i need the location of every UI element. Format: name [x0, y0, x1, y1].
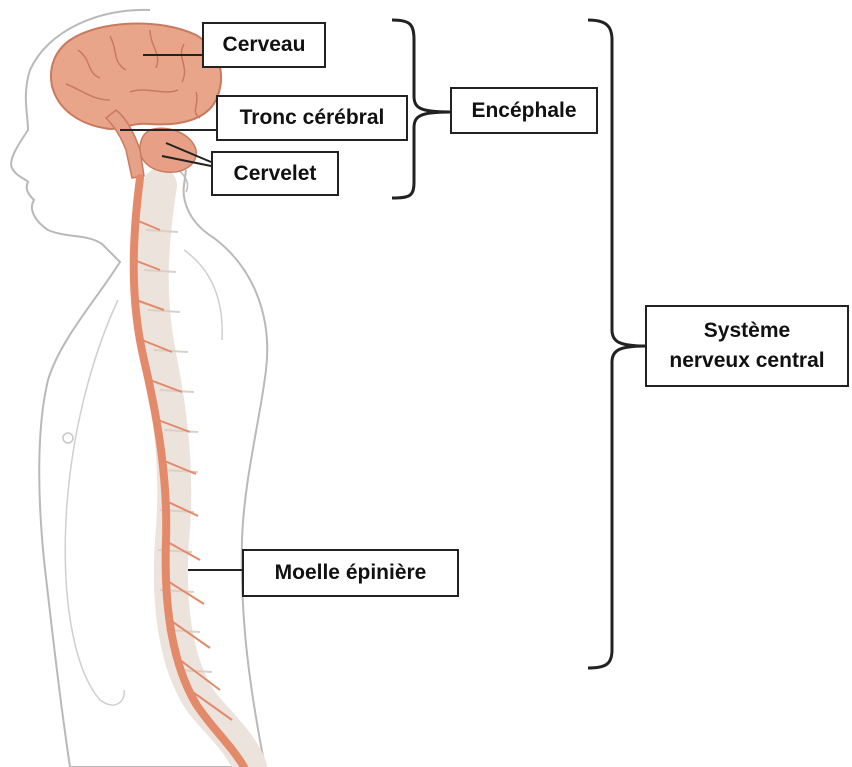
label-snc-line1: Système: [704, 316, 790, 346]
label-cervelet-text: Cervelet: [234, 162, 317, 186]
label-moelle-epiniere: Moelle épinière: [242, 549, 459, 597]
label-snc-line2: nerveux central: [669, 346, 824, 376]
label-encephale: Encéphale: [450, 87, 598, 134]
label-cervelet: Cervelet: [211, 151, 339, 196]
arm-outline: [65, 300, 124, 705]
label-cerveau: Cerveau: [202, 22, 326, 68]
label-cerveau-text: Cerveau: [223, 33, 306, 57]
shoulder-outline: [184, 250, 222, 340]
label-tronc-cerebral-text: Tronc cérébral: [240, 106, 385, 130]
label-systeme-nerveux-central: Système nerveux central: [645, 305, 849, 387]
label-tronc-cerebral: Tronc cérébral: [216, 95, 408, 141]
nipple: [63, 433, 73, 443]
label-moelle-epiniere-text: Moelle épinière: [275, 561, 427, 585]
brain-cerebellum: [140, 128, 196, 172]
label-encephale-text: Encéphale: [471, 99, 576, 123]
